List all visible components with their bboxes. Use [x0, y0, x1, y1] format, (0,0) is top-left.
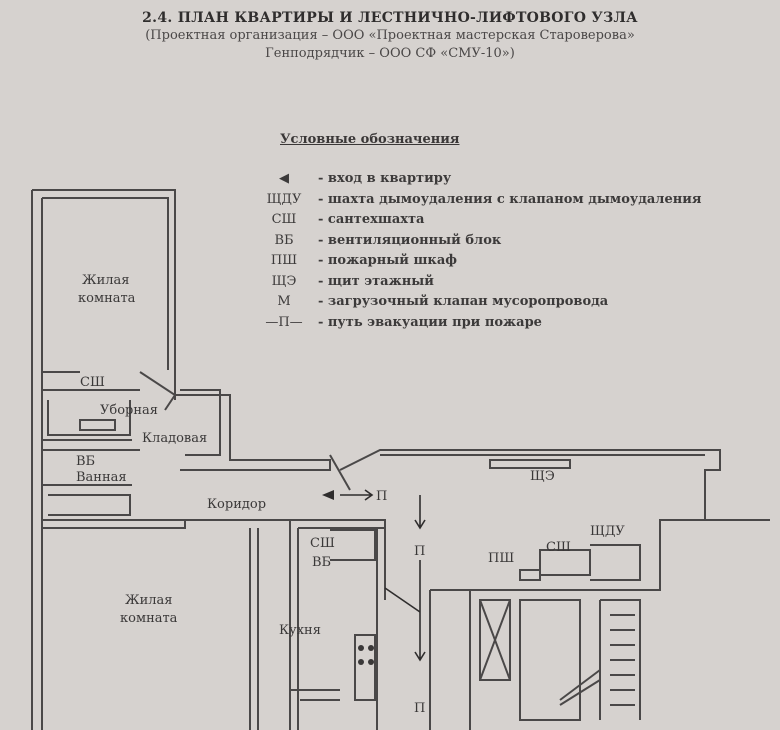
- room-label: Кладовая: [142, 431, 207, 446]
- stove-burner: [358, 645, 364, 651]
- legend-desc: - вентиляционный блок: [318, 232, 502, 248]
- evacuation-label: П: [414, 701, 425, 716]
- legend-symbol: ВБ: [274, 232, 294, 248]
- room-label: Уборная: [100, 403, 158, 418]
- subtitle-line-2: Генподрядчик – ООО СФ «СМУ-10»): [265, 46, 515, 61]
- page-title: 2.4. ПЛАН КВАРТИРЫ И ЛЕСТНИЧНО-ЛИФТОВОГО…: [142, 10, 638, 26]
- evacuation-label: П: [376, 489, 387, 504]
- shche-label: ЩЭ: [530, 469, 555, 484]
- vb-label: ВБ: [76, 454, 95, 469]
- psh-label: ПШ: [488, 551, 514, 566]
- shdu-label: ЩДУ: [590, 524, 625, 539]
- legend: Условные обозначения ◀- вход в квартиру …: [258, 132, 758, 333]
- legend-desc: - щит этажный: [318, 273, 434, 289]
- legend-item: ВБ - вентиляционный блок: [258, 231, 758, 252]
- stove-burner: [368, 645, 374, 651]
- sh-label: СШ: [546, 540, 571, 555]
- page-header: 2.4. ПЛАН КВАРТИРЫ И ЛЕСТНИЧНО-ЛИФТОВОГО…: [0, 10, 780, 62]
- walls: [31, 189, 770, 730]
- stove-burner: [358, 659, 364, 665]
- room-label: Жилая: [125, 593, 172, 608]
- vb-label: ВБ: [312, 555, 331, 570]
- legend-symbol: ЩЭ: [271, 273, 297, 289]
- subtitle-line-1: (Проектная организация – ООО «Проектная …: [145, 28, 635, 43]
- room-label: комната: [78, 291, 136, 306]
- legend-item: —П— - путь эвакуации при пожаре: [258, 313, 758, 334]
- legend-symbol: ◀: [279, 171, 289, 186]
- legend-desc: - вход в квартиру: [318, 171, 452, 186]
- appliances: [358, 645, 374, 665]
- legend-title: Условные обозначения: [280, 132, 460, 147]
- legend-item: ◀ - вход в квартиру: [258, 169, 758, 190]
- evacuation-path: [340, 489, 426, 662]
- legend-symbol: М: [277, 294, 291, 309]
- stove-burner: [368, 659, 374, 665]
- entrance-arrow-icon: [322, 490, 334, 500]
- legend-item: СШ - сантехшахта: [258, 210, 758, 231]
- legend-desc: - шахта дымоудаления с клапаном дымоудал…: [318, 191, 702, 207]
- legend-item: ЩЭ - щит этажный: [258, 272, 758, 293]
- legend-symbol: СШ: [271, 212, 297, 227]
- legend-desc: - загрузочный клапан мусоропровода: [318, 294, 609, 309]
- evacuation-label: П: [414, 544, 425, 559]
- room-label: Кухня: [279, 623, 321, 638]
- room-label: Ванная: [76, 470, 127, 485]
- legend-item: ЩДУ - шахта дымоудаления с клапаном дымоу…: [258, 190, 758, 211]
- room-label: Жилая: [82, 273, 129, 288]
- legend-desc: - сантехшахта: [318, 212, 425, 227]
- legend-desc: - путь эвакуации при пожаре: [318, 314, 542, 330]
- legend-symbol: ЩДУ: [266, 191, 302, 207]
- room-label: комната: [120, 611, 178, 626]
- room-label: Коридор: [207, 497, 266, 512]
- legend-desc: - пожарный шкаф: [318, 253, 457, 268]
- sh-label: СШ: [80, 375, 105, 390]
- legend-item: М - загрузочный клапан мусоропровода: [258, 292, 758, 313]
- legend-symbol: —П—: [265, 314, 303, 330]
- sh-label: СШ: [310, 536, 335, 551]
- legend-item: ПШ - пожарный шкаф: [258, 251, 758, 272]
- legend-symbol: ПШ: [270, 253, 298, 268]
